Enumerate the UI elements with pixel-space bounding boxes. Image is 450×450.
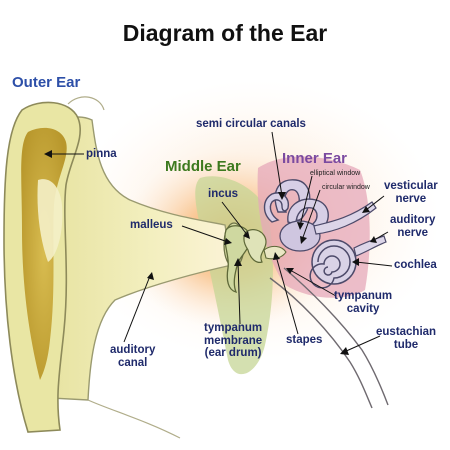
incus-label: incus bbox=[208, 188, 239, 200]
vesticular-nerve-line-2: nerve bbox=[395, 192, 427, 205]
semi-circular-canals-label: semi circular canals bbox=[196, 118, 306, 130]
vesticular-nerve-line-1: vesticular bbox=[384, 180, 438, 192]
tympanum-membrane-line-2: membrane bbox=[204, 334, 263, 347]
inner-ear-heading: Inner Ear bbox=[282, 150, 348, 167]
auditory-canal-label: auditory canal bbox=[110, 344, 155, 369]
auditory-nerve-label: auditory nerve bbox=[390, 214, 435, 239]
eustachian-tube-leader bbox=[343, 335, 381, 353]
malleus-label: malleus bbox=[130, 219, 173, 231]
auditory-nerve-leader bbox=[373, 231, 389, 241]
outer-ear-heading: Outer Ear bbox=[12, 74, 81, 91]
head-outline bbox=[67, 96, 181, 439]
cochlea-leader bbox=[355, 261, 393, 267]
leader-lines bbox=[48, 131, 393, 353]
stapes-label: stapes bbox=[286, 334, 323, 346]
auditory-canal-line-2: canal bbox=[117, 356, 148, 369]
cochlea-label: cochlea bbox=[394, 259, 437, 271]
tympanum-cavity-line-2: cavity bbox=[346, 302, 380, 315]
vesticular-nerve-label: vesticular nerve bbox=[384, 180, 438, 205]
vesticular-nerve-leader bbox=[365, 195, 385, 211]
tympanum-membrane-line-1: tympanum bbox=[204, 322, 263, 334]
auditory-nerve-line-1: auditory bbox=[390, 214, 436, 226]
leader-arrowheads bbox=[44, 150, 377, 355]
tympanum-membrane-leader bbox=[237, 261, 241, 325]
malleus-leader bbox=[181, 225, 229, 243]
stapes-leader bbox=[275, 255, 299, 335]
page-title: Diagram of the Ear bbox=[122, 20, 328, 46]
auditory-canal-line-1: auditory bbox=[110, 344, 156, 356]
eustachian-tube-line-1: eustachian bbox=[376, 326, 437, 338]
middle-ear-heading: Middle Ear bbox=[165, 158, 241, 175]
vesticular-nerve-shape bbox=[313, 201, 377, 235]
auditory-nerve-line-2: nerve bbox=[397, 226, 429, 239]
eustachian-tube-label: eustachian tube bbox=[376, 326, 436, 351]
pinna-label: pinna bbox=[86, 148, 117, 160]
auditory-nerve-shape bbox=[353, 235, 387, 257]
tympanum-membrane-label: tympanum membrane (ear drum) bbox=[204, 322, 262, 360]
pinna-highlight bbox=[37, 179, 63, 262]
auditory-canal-leader bbox=[123, 275, 151, 343]
tympanum-cavity-label: tympanum cavity bbox=[334, 290, 392, 315]
elliptical-window-label: elliptical window bbox=[310, 170, 361, 177]
tympanum-membrane-line-3: (ear drum) bbox=[204, 347, 262, 359]
tympanum-cavity-line-1: tympanum bbox=[334, 290, 393, 302]
elliptical-window-leader bbox=[299, 175, 313, 227]
tympanum-cavity-leader bbox=[289, 269, 337, 297]
eustachian-tube-line-2: tube bbox=[393, 338, 419, 351]
circular-window-leader bbox=[301, 189, 321, 241]
circular-window-label: circular window bbox=[322, 184, 370, 191]
semi-circular-canals-leader bbox=[271, 131, 283, 197]
incus-leader bbox=[221, 201, 249, 237]
